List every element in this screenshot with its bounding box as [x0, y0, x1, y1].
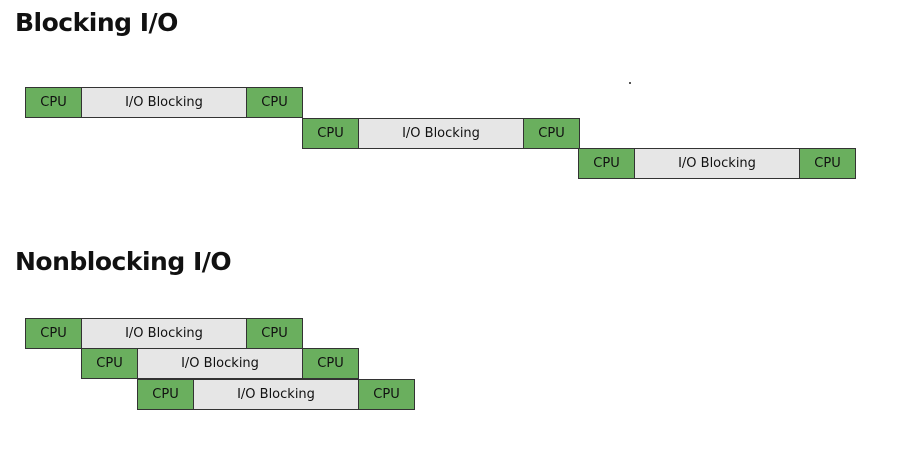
cpu-segment: CPU: [523, 118, 580, 149]
nonblocking-io-heading: Nonblocking I/O: [15, 247, 232, 276]
cpu-segment: CPU: [799, 148, 856, 179]
io-blocking-segment: I/O Blocking: [193, 379, 359, 410]
cpu-segment: CPU: [578, 148, 635, 179]
nonblocking-timeline-row: CPU I/O Blocking CPU: [81, 348, 359, 379]
blocking-timeline-row: CPU I/O Blocking CPU: [578, 148, 856, 179]
cpu-segment: CPU: [302, 348, 359, 379]
cpu-segment: CPU: [246, 318, 303, 349]
io-blocking-segment: I/O Blocking: [81, 87, 247, 118]
cpu-segment: CPU: [137, 379, 194, 410]
cpu-segment: CPU: [25, 87, 82, 118]
io-blocking-segment: I/O Blocking: [137, 348, 303, 379]
io-blocking-segment: I/O Blocking: [358, 118, 524, 149]
cpu-segment: CPU: [81, 348, 138, 379]
cpu-segment: CPU: [25, 318, 82, 349]
cpu-segment: CPU: [302, 118, 359, 149]
stray-mark: [629, 82, 631, 84]
nonblocking-timeline-row: CPU I/O Blocking CPU: [25, 318, 303, 349]
blocking-io-heading: Blocking I/O: [15, 8, 178, 37]
io-blocking-segment: I/O Blocking: [81, 318, 247, 349]
blocking-timeline-row: CPU I/O Blocking CPU: [302, 118, 580, 149]
blocking-timeline-row: CPU I/O Blocking CPU: [25, 87, 303, 118]
cpu-segment: CPU: [246, 87, 303, 118]
io-blocking-segment: I/O Blocking: [634, 148, 800, 179]
nonblocking-timeline-row: CPU I/O Blocking CPU: [137, 379, 415, 410]
cpu-segment: CPU: [358, 379, 415, 410]
